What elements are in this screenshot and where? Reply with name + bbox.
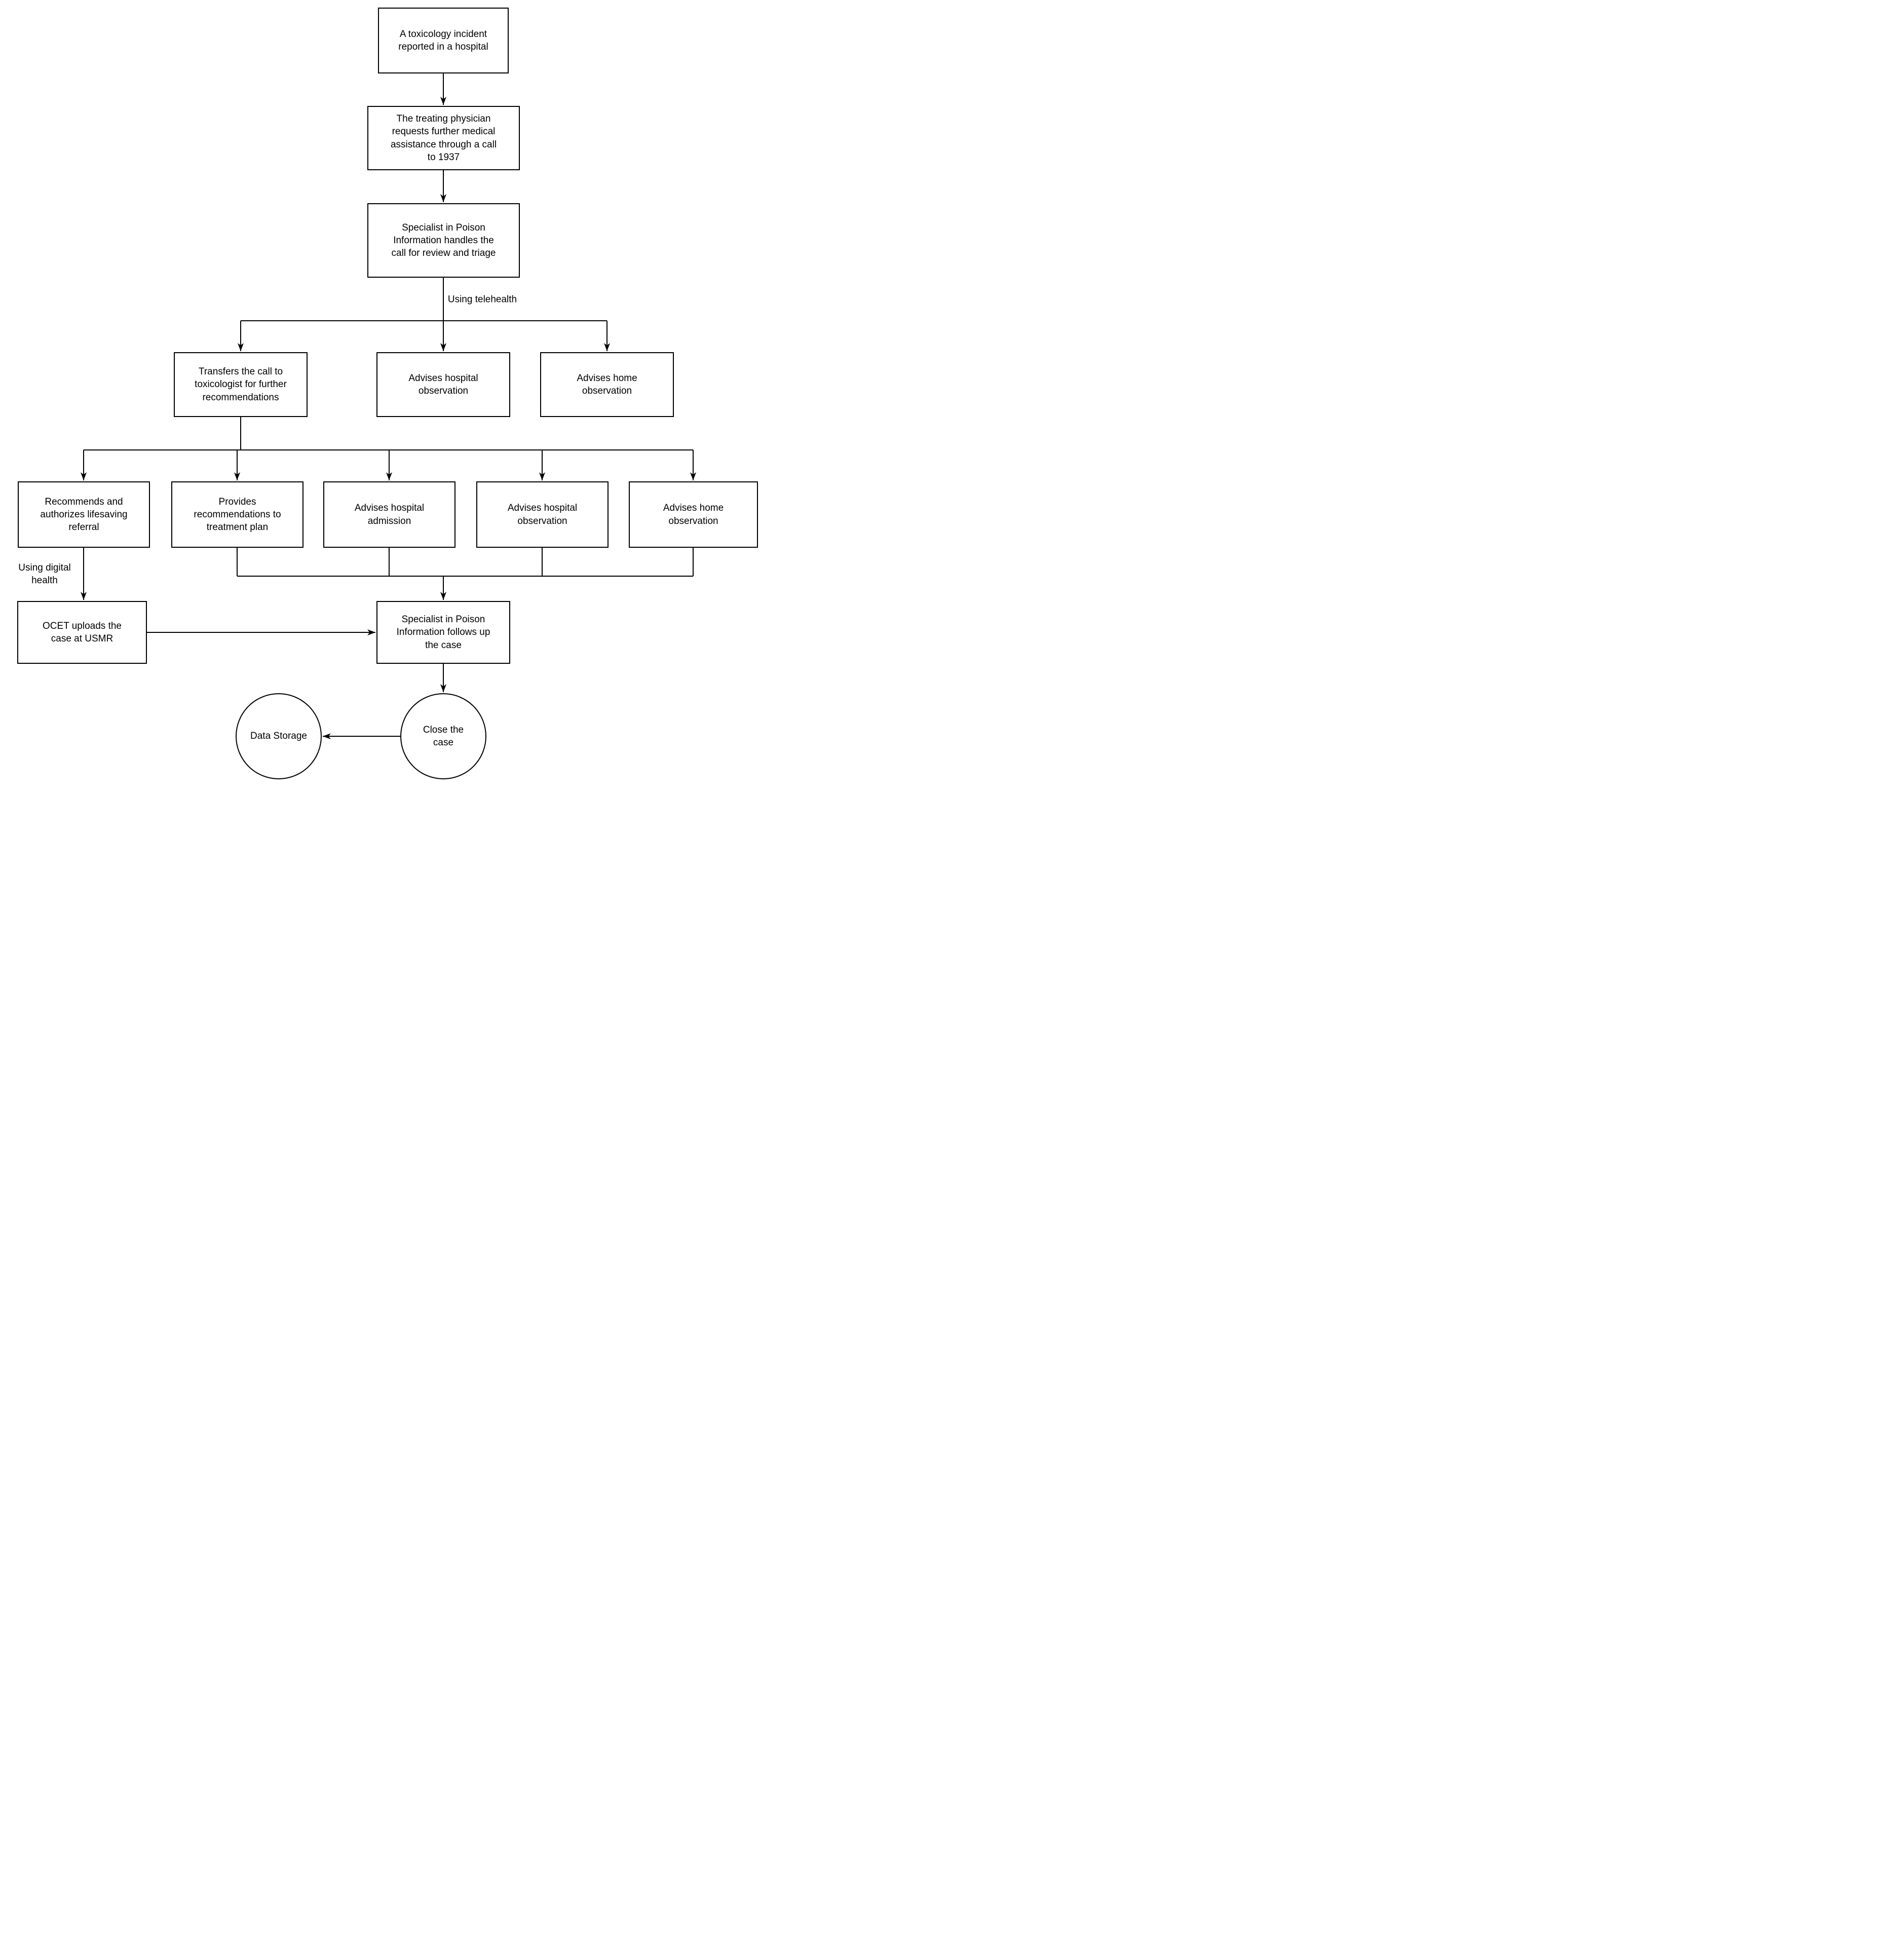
flowchart-canvas: A toxicology incident reported in a hosp… [0, 0, 759, 784]
node-toxicology-incident-label: A toxicology incident reported in a hosp… [398, 28, 488, 52]
node-ocet-uploads: OCET uploads the case at USMR [17, 601, 147, 664]
node-advises-hospital-admission: Advises hospital admission [323, 481, 455, 548]
node-provides-recommendations: Provides recommendations to treatment pl… [171, 481, 303, 548]
node-advises-hospital-admission-label: Advises hospital admission [354, 503, 425, 526]
node-data-storage: Data Storage [236, 693, 322, 779]
node-specialist-triage-label: Specialist in Poison Information handles… [391, 222, 496, 259]
node-provides-recommendations-label: Provides recommendations to treatment pl… [194, 496, 281, 533]
node-specialist-followup-label: Specialist in Poison Information follows… [396, 614, 490, 651]
label-using-digital-health: Using digital health [18, 562, 71, 586]
node-treating-physician-label: The treating physician requests further … [390, 114, 497, 163]
node-toxicology-incident: A toxicology incident reported in a hosp… [378, 8, 509, 73]
node-advises-home-observation-2-label: Advises home observation [663, 503, 724, 526]
node-close-case: Close the case [400, 693, 486, 779]
node-advises-hospital-observation-2-label: Advises hospital observation [507, 503, 578, 526]
node-advises-hospital-observation-1: Advises hospital observation [376, 352, 510, 417]
node-specialist-triage: Specialist in Poison Information handles… [367, 203, 520, 278]
node-advises-home-observation-1: Advises home observation [540, 352, 674, 417]
label-using-telehealth: Using telehealth [447, 294, 517, 305]
node-advises-hospital-observation-1-label: Advises hospital observation [408, 372, 478, 396]
node-recommends-referral-label: Recommends and authorizes lifesaving ref… [40, 496, 128, 533]
node-specialist-followup: Specialist in Poison Information follows… [376, 601, 510, 664]
node-ocet-uploads-label: OCET uploads the case at USMR [43, 620, 122, 644]
node-advises-home-observation-2: Advises home observation [629, 481, 758, 548]
node-transfers-call-label: Transfers the call to toxicologist for f… [195, 366, 287, 403]
node-treating-physician: The treating physician requests further … [367, 106, 520, 170]
node-close-case-label: Close the case [423, 724, 464, 748]
node-advises-home-observation-1-label: Advises home observation [577, 372, 637, 396]
node-transfers-call: Transfers the call to toxicologist for f… [174, 352, 308, 417]
node-data-storage-label: Data Storage [250, 731, 307, 742]
node-recommends-referral: Recommends and authorizes lifesaving ref… [18, 481, 150, 548]
node-advises-hospital-observation-2: Advises hospital observation [476, 481, 609, 548]
